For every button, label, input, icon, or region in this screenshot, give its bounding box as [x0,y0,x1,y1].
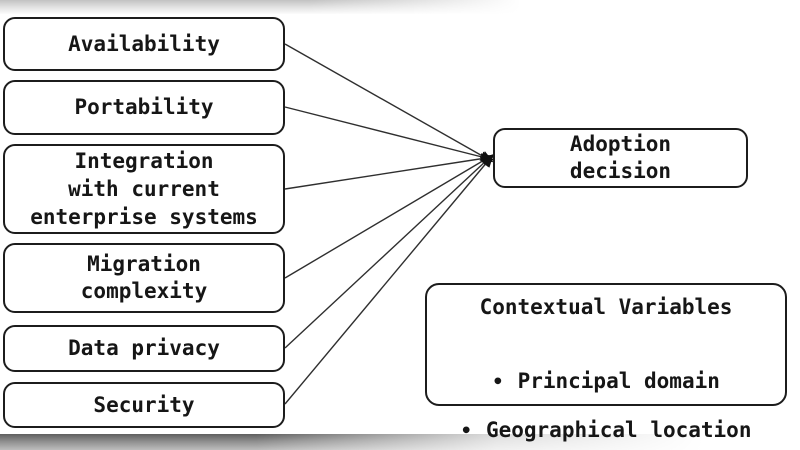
contextual-variables-title: Contextual Variables [479,295,733,319]
factor-box-portability: Portability [3,80,285,135]
factor-box-data-privacy: Data privacy [3,325,285,372]
connector-availability [284,43,494,163]
connector-integration [284,153,495,190]
factor-label: Integration with current enterprise syst… [30,149,258,229]
list-item: • Geographical location [461,418,752,443]
list-item-label: Geographical location [485,418,752,442]
factor-box-migration-complexity: Migration complexity [3,243,285,313]
factor-label: Data privacy [68,336,220,360]
contextual-variables-box: Contextual Variables • Principal domain •… [425,283,787,442]
contextual-variables-list: • Principal domain • Geographical location [461,345,752,450]
factor-label: Portability [74,95,214,119]
connector-migration [284,154,494,279]
factor-box-availability: Availability [3,17,285,71]
list-item-label: Principal domain [517,369,720,393]
factor-box-integration: Integration with current enterprise syst… [3,144,285,234]
connector-portability [284,106,495,163]
bullet-icon: • [460,420,472,442]
adoption-decision-label: Adoption decision [569,132,672,183]
factor-label: Security [93,392,195,417]
factor-label: Availability [68,31,220,56]
top-shade-band [0,0,560,14]
factor-label: Migration complexity [80,252,208,303]
list-item: • Principal domain [461,369,752,394]
factor-box-security: Security [3,382,285,428]
bullet-icon: • [492,371,504,393]
bottom-shade-band [0,434,800,450]
adoption-decision-box: Adoption decision [493,128,748,188]
